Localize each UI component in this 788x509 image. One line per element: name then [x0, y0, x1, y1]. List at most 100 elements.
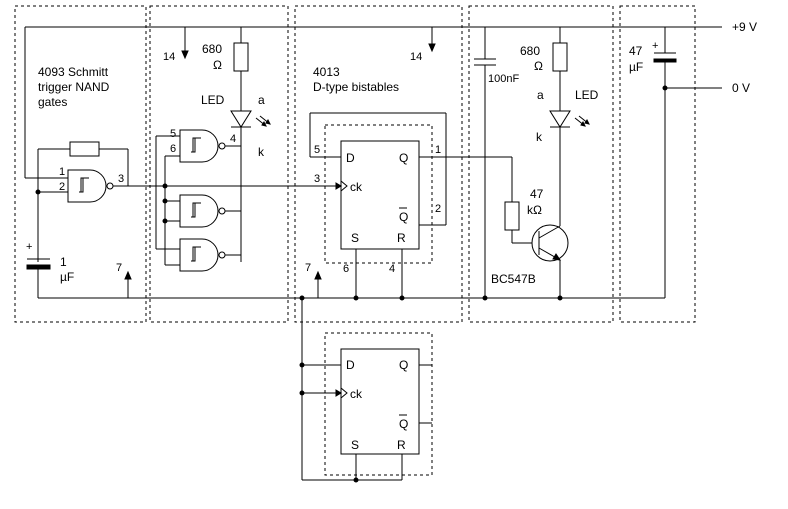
schmitt-symbol-icon	[191, 202, 201, 218]
npn-transistor	[531, 224, 569, 262]
base-resistor	[504, 201, 520, 231]
bistable-title-line2: D-type bistables	[313, 80, 399, 94]
zero-rail-label: 0 V	[732, 81, 750, 95]
base-res-value: 47	[530, 187, 544, 201]
clock-edge-icon	[340, 180, 348, 192]
pin-gate1-in2: 2	[59, 181, 65, 193]
junction-dot	[482, 295, 488, 301]
decoupling-cap-value: 100nF	[488, 73, 519, 85]
schmitt-symbol-icon	[191, 137, 201, 153]
unused-flipflop: D Q ck Q S R	[299, 295, 432, 483]
clock-arrow-icon	[335, 389, 342, 397]
feedback-resistor	[69, 141, 100, 157]
timing-cap-unit: µF	[60, 270, 74, 284]
pin-gate2-in-b: 6	[170, 143, 176, 155]
bistable-title-line1: 4013	[313, 65, 340, 79]
ff1-s-label: S	[351, 231, 359, 245]
ff2-qbar-label: Q	[399, 417, 408, 431]
nand-gate-1	[67, 169, 107, 203]
pin-ff-vdd: 14	[410, 51, 422, 63]
led2-module: 100nF 680 Ω LED a k 47 kΩ BC547B	[474, 27, 599, 301]
junction-dot	[162, 198, 168, 204]
led1-label: LED	[201, 93, 225, 107]
pin-gate2-in-a: 5	[170, 128, 176, 140]
ff2-s-label: S	[351, 438, 359, 452]
schmitt-symbol-icon	[79, 177, 89, 193]
flipflop-2	[340, 348, 420, 455]
gate2-bubble	[218, 142, 226, 150]
pin-gate-vdd: 14	[163, 51, 175, 63]
led2-label: LED	[575, 88, 599, 102]
junction-dot	[299, 390, 305, 396]
ff1-r-label: R	[397, 231, 406, 245]
plus-rail-label: +9 V	[732, 20, 757, 34]
led2-resistor	[552, 42, 568, 72]
led2-module-box	[468, 5, 614, 323]
supply-module-box	[619, 5, 696, 323]
junction-dot	[353, 477, 359, 483]
pin-ff-s: 6	[343, 263, 349, 275]
led2-diode	[549, 110, 571, 128]
cap-polarity-sign: +	[26, 241, 32, 253]
led2-anode: a	[537, 88, 544, 102]
gate4-bubble	[218, 251, 226, 259]
led1-res-value: 680	[202, 42, 222, 56]
pin-gate-vss: 7	[116, 262, 122, 274]
gates-module-box	[149, 5, 289, 323]
ff2-r-label: R	[397, 438, 406, 452]
flipflop-1	[340, 140, 420, 250]
pin-ff-d: 5	[314, 144, 320, 156]
junction-dot	[299, 362, 305, 368]
junction-dot	[162, 218, 168, 224]
junction-dot	[353, 295, 359, 301]
junction-dot	[299, 295, 305, 301]
junction-dot	[162, 183, 168, 189]
led2-cathode: k	[536, 130, 543, 144]
gates-module: 14 680 Ω LED a k 5 6 4	[155, 27, 271, 272]
nand-gate-2	[179, 129, 219, 163]
vss-arrow-icon	[124, 270, 132, 280]
vdd-arrow-icon	[428, 43, 436, 53]
schmitt-symbol-icon	[191, 246, 201, 262]
pin-ff-r: 4	[389, 263, 395, 275]
bistable-module-box	[294, 5, 463, 323]
led1-diode	[230, 110, 252, 128]
nand-gate-4	[179, 238, 219, 272]
supply-cap-polarity: +	[652, 40, 658, 52]
ff1-ck-label: ck	[350, 180, 363, 194]
junction-dot	[557, 295, 563, 301]
led1-res-unit: Ω	[213, 58, 222, 72]
supply-cap-value: 47	[629, 44, 643, 58]
led2-res-value: 680	[520, 44, 540, 58]
emitter-arrow-icon	[552, 253, 562, 261]
led1-arrowheads-icon	[261, 119, 271, 127]
junction-dot	[399, 295, 405, 301]
module-boxes	[14, 5, 696, 476]
nand-gate-3	[179, 194, 219, 228]
ff1-ic-box	[324, 124, 433, 264]
supply-capacitor-plate	[653, 58, 677, 63]
ff1-d-label: D	[346, 151, 355, 165]
schmitt-title-line2: trigger NAND	[38, 80, 110, 94]
ff1-q-label: Q	[399, 151, 408, 165]
transistor-collector	[538, 225, 561, 239]
junction-dot	[662, 85, 668, 91]
base-res-unit: kΩ	[527, 203, 542, 217]
led2-res-unit: Ω	[534, 59, 543, 73]
supply-module: + 47 µF	[629, 27, 677, 298]
ff2-ic-box	[324, 332, 433, 476]
gate3-bubble	[218, 207, 226, 215]
pin-gate2-out: 4	[230, 133, 236, 145]
bistable-module: 4013 D-type bistables 14 D Q ck Q S R 5 …	[305, 27, 512, 301]
ff2-q-label: Q	[399, 358, 408, 372]
schmitt-module: 4093 Schmitt trigger NAND gates 1 2 3 + …	[24, 26, 341, 298]
ff2-ck-label: ck	[350, 387, 363, 401]
pin-ff-q: 1	[435, 144, 441, 156]
ff2-d-label: D	[346, 358, 355, 372]
gate1-bubble	[106, 182, 114, 190]
led1-cathode: k	[258, 145, 265, 159]
led1-resistor	[233, 42, 249, 72]
pin-ff-qbar: 2	[435, 203, 441, 215]
vdd-arrow-icon	[181, 50, 189, 60]
